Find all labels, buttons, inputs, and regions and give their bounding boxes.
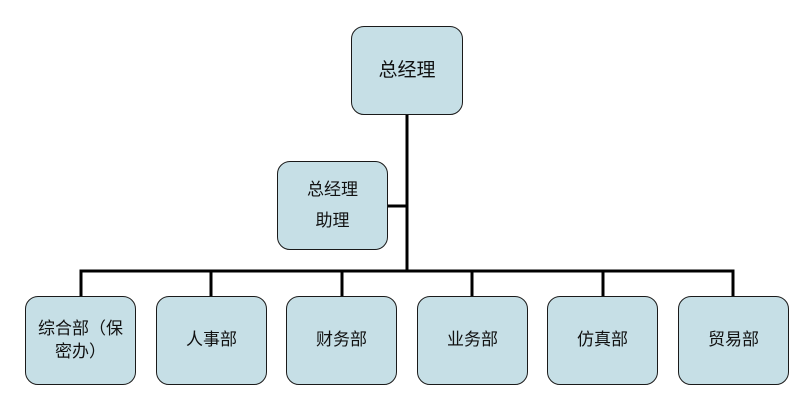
department-node-simulation: 仿真部: [547, 296, 658, 385]
department-node-general-office: 综合部（保 密办）: [25, 296, 136, 385]
node-label-line-2: 密办）: [55, 341, 106, 362]
node-label-line-1: 综合部（保: [38, 318, 123, 339]
node-label: 总经理: [378, 59, 436, 82]
node-label-line-2: 助理: [315, 210, 350, 231]
node-label-line-1: 总经理: [307, 180, 358, 201]
department-node-finance: 财务部: [286, 296, 397, 385]
department-node-business: 业务部: [417, 296, 528, 385]
node-label: 业务部: [447, 330, 498, 351]
assistant-node: 总经理 助理: [277, 161, 388, 250]
node-label: 人事部: [186, 330, 237, 351]
department-node-hr: 人事部: [156, 296, 267, 385]
node-label: 仿真部: [577, 330, 628, 351]
general-manager-node: 总经理: [351, 26, 463, 115]
node-label: 财务部: [316, 330, 367, 351]
department-node-trade: 贸易部: [678, 296, 789, 385]
node-label: 贸易部: [708, 330, 759, 351]
